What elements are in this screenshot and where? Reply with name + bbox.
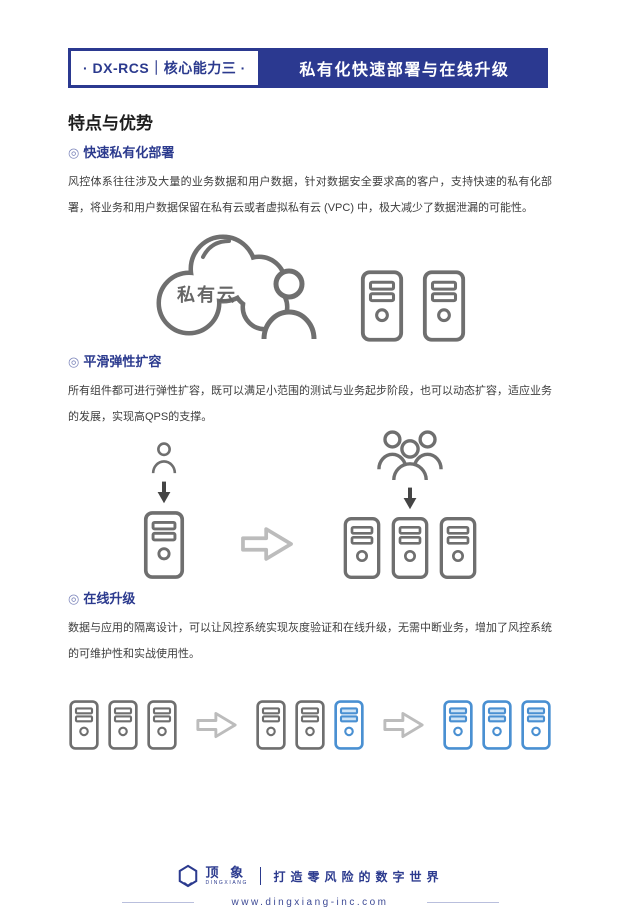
rule-right [426, 902, 499, 903]
website-url: www.dingxiang-inc.com [231, 897, 389, 908]
subsection-body-online-upgrade: 数据与应用的隔离设计，可以让风控系统实现灰度验证和在线升级，无需中断业务，增加了… [68, 622, 552, 660]
scaling-before-column [142, 441, 186, 580]
brand-divider [259, 867, 262, 885]
arrow-right-icon [196, 711, 237, 739]
illustration-online-upgrade [68, 679, 552, 771]
server-group [342, 516, 478, 580]
server-icon [391, 517, 429, 579]
server-group-stage-1 [68, 699, 178, 751]
header-banner: · DX-RCS｜核心能力三 · 私有化快速部署与在线升级 [68, 48, 548, 88]
bullseye-bullet-icon: ◎ [68, 591, 80, 606]
bullseye-bullet-icon: ◎ [68, 145, 80, 160]
server-group-stage-2 [255, 699, 365, 751]
server-icon [360, 270, 404, 342]
server-icon [482, 700, 512, 750]
page-footer: 顶 象 DINGXIANG 打造零风险的数字世界 www.dingxiang-i… [0, 864, 620, 908]
brand-name: 顶 象 [205, 865, 248, 880]
subsection-online-upgrade: ◎在线升级 数据与应用的隔离设计，可以让风控系统实现灰度验证和在线升级，无需中断… [68, 590, 552, 771]
subsection-body-elastic-scaling: 所有组件都可进行弹性扩容，既可以满足小范围的测试与业务起步阶段，也可以动态扩容，… [68, 385, 552, 423]
private-cloud-label: 私有云 [177, 285, 237, 305]
brand-slogan: 打造零风险的数字世界 [273, 869, 444, 884]
website-row: www.dingxiang-inc.com [0, 897, 620, 908]
rule-left [121, 902, 194, 903]
bullseye-bullet-icon: ◎ [68, 354, 80, 369]
server-icon [343, 517, 381, 579]
brand-row: 顶 象 DINGXIANG 打造零风险的数字世界 [0, 864, 620, 888]
server-group-stage-3 [442, 699, 552, 751]
subsection-heading-private-deploy: ◎快速私有化部署 [68, 144, 552, 162]
subsection-elastic-scaling: ◎平滑弹性扩容 所有组件都可进行弹性扩容，既可以满足小范围的测试与业务起步阶段，… [68, 353, 552, 580]
page-content: 特点与优势 ◎快速私有化部署 风控体系往往涉及大量的业务数据和用户数据，针对数据… [68, 114, 552, 771]
section-title: 特点与优势 [68, 114, 153, 133]
server-icon [108, 700, 138, 750]
document-page: · DX-RCS｜核心能力三 · 私有化快速部署与在线升级 特点与优势 ◎快速私… [0, 48, 620, 924]
server-group [359, 269, 467, 343]
server-icon [439, 517, 477, 579]
subsection-title-text: 在线升级 [83, 591, 136, 606]
illustration-elastic-scaling [68, 430, 552, 580]
dingxiang-logo-icon [178, 864, 197, 888]
server-icon [334, 700, 364, 750]
person-icon [261, 268, 317, 340]
server-icon [295, 700, 325, 750]
server-icon [422, 270, 466, 342]
private-cloud-graphic: 私有云 [153, 225, 321, 343]
page-title: 私有化快速部署与在线升级 [299, 62, 510, 79]
subsection-title-text: 快速私有化部署 [83, 145, 175, 160]
server-icon [521, 700, 551, 750]
header-badge-label: · DX-RCS｜核心能力三 · [83, 60, 246, 76]
server-icon [443, 700, 473, 750]
illustration-private-cloud: 私有云 [68, 231, 552, 343]
arrow-right-icon [383, 711, 424, 739]
server-icon [256, 700, 286, 750]
brand-name-block: 顶 象 DINGXIANG [206, 866, 248, 886]
server-icon [143, 511, 185, 579]
header-badge: · DX-RCS｜核心能力三 · [71, 51, 258, 85]
subsection-private-deploy: ◎快速私有化部署 风控体系往往涉及大量的业务数据和用户数据，针对数据安全要求高的… [68, 144, 552, 343]
subsection-heading-online-upgrade: ◎在线升级 [68, 590, 552, 608]
server-icon [69, 700, 99, 750]
scaling-after-column [342, 430, 478, 580]
arrow-right-icon [241, 527, 293, 561]
subsection-title-text: 平滑弹性扩容 [83, 354, 162, 369]
server-icon [147, 700, 177, 750]
arrow-down-icon [157, 481, 171, 504]
people-group-icon [377, 430, 443, 480]
person-icon [151, 442, 177, 474]
server-group [142, 510, 186, 580]
arrow-down-icon [403, 487, 417, 510]
subsection-heading-elastic-scaling: ◎平滑弹性扩容 [68, 353, 552, 371]
subsection-body-private-deploy: 风控体系往往涉及大量的业务数据和用户数据，针对数据安全要求高的客户，支持快速的私… [68, 176, 552, 214]
brand-subtext: DINGXIANG [205, 880, 248, 886]
